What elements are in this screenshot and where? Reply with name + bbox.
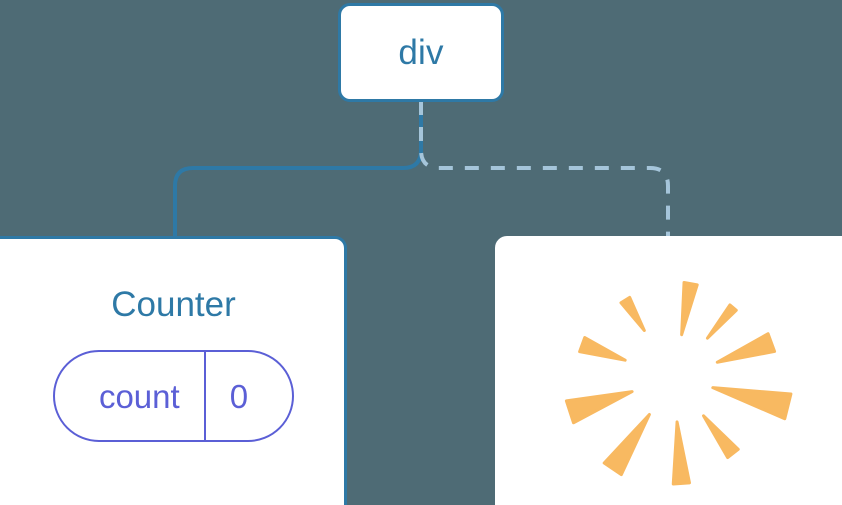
sparkle-ray-4 xyxy=(711,386,793,421)
state-pill-key: count xyxy=(98,377,180,415)
edge-div-to-sparkle xyxy=(419,101,670,236)
sparkle-ray-10 xyxy=(619,295,646,333)
sparkle-ray-5 xyxy=(702,414,740,460)
node-div[interactable]: div xyxy=(338,3,504,102)
state-pill-count[interactable]: count 0 xyxy=(52,350,295,442)
sparkle-burst-svg xyxy=(564,281,793,486)
sparkle-ray-9 xyxy=(578,336,627,362)
sparkle-ray-3 xyxy=(715,332,777,364)
state-pill-value: 0 xyxy=(229,377,249,415)
sparkle-ray-7 xyxy=(602,412,651,477)
sparkle-ray-6 xyxy=(671,420,691,486)
node-sparkle[interactable] xyxy=(495,236,842,505)
state-pill-divider xyxy=(203,352,206,440)
sparkle-ray-1 xyxy=(680,281,699,337)
sparkle-burst-icon xyxy=(524,248,824,505)
node-div-label: div xyxy=(398,33,444,72)
edge-div-to-counter xyxy=(173,101,423,236)
sparkle-ray-2 xyxy=(705,303,738,340)
node-counter-label: Counter xyxy=(111,285,236,324)
sparkle-ray-8 xyxy=(564,390,634,425)
node-counter[interactable]: Counter count 0 xyxy=(0,236,347,505)
